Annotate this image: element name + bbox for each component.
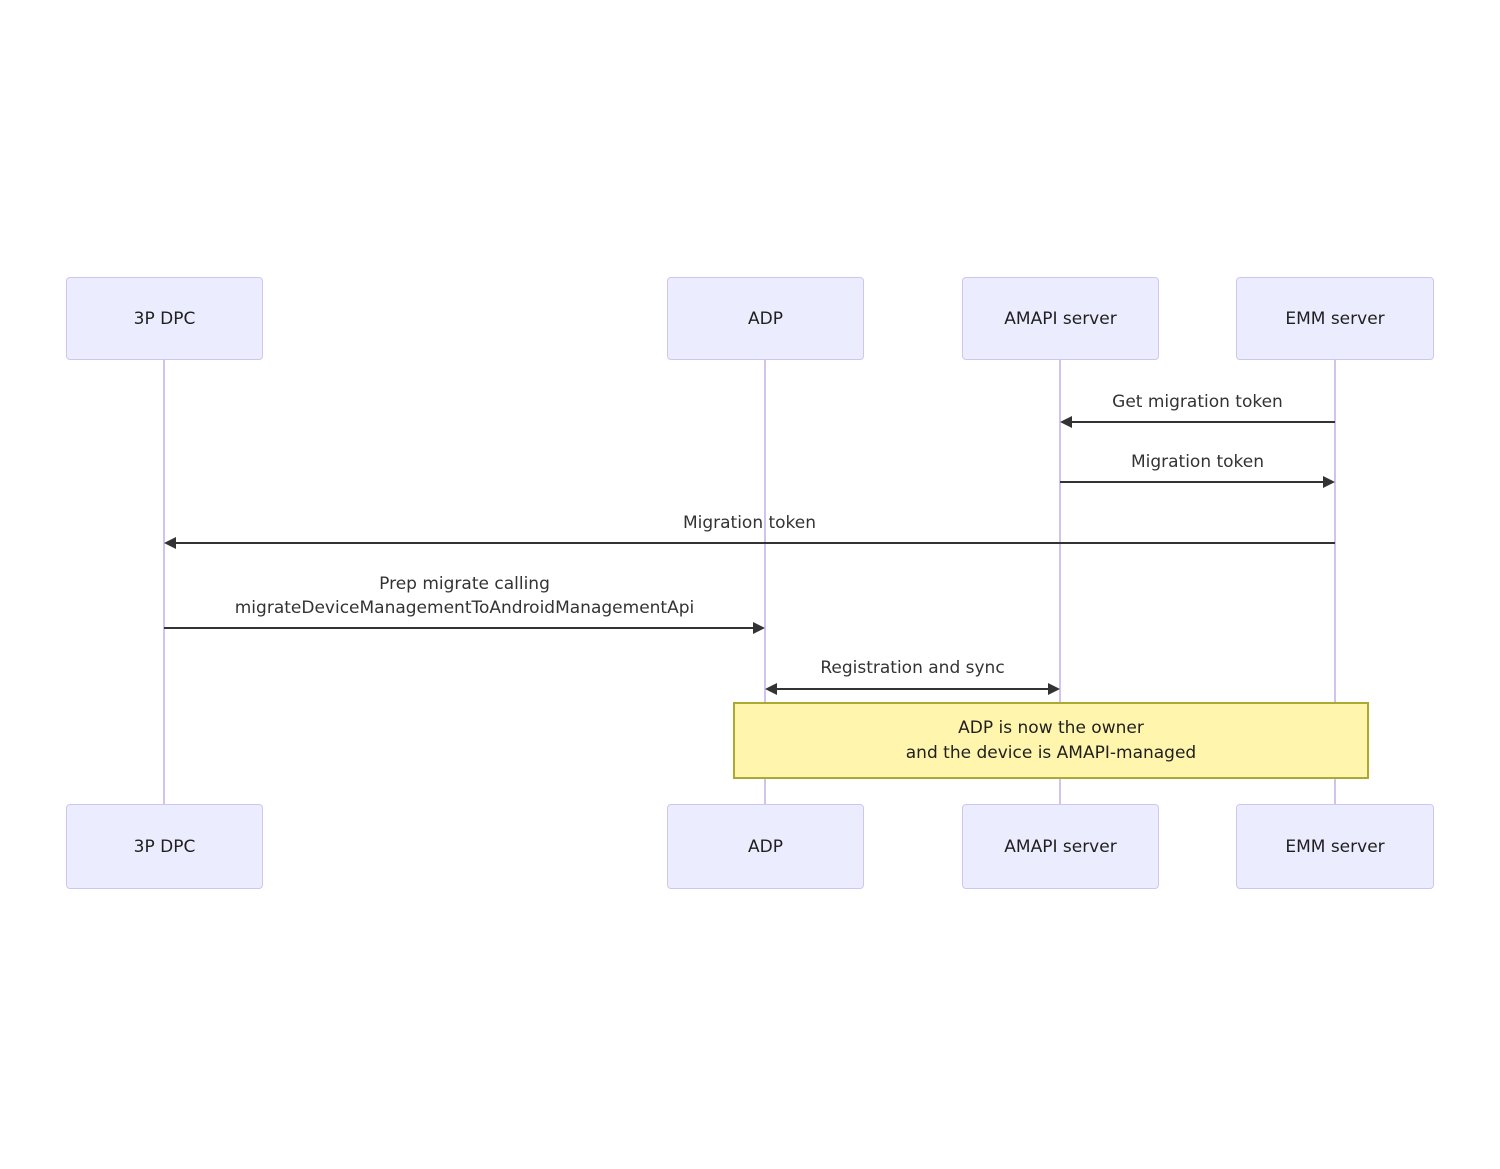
actor-label: EMM server — [1285, 836, 1385, 857]
message-label-prep-migrate: Prep migrate calling migrateDeviceManage… — [164, 572, 765, 620]
arrowhead-right-icon — [753, 622, 765, 634]
arrowhead-right-icon — [1048, 683, 1060, 695]
message-line — [1072, 421, 1335, 423]
arrowhead-left-icon — [1060, 416, 1072, 428]
lifeline-emm-server — [1334, 360, 1336, 804]
actor-label: EMM server — [1285, 308, 1385, 329]
message-label-line1: Prep migrate calling — [379, 574, 550, 594]
arrowhead-right-icon — [1323, 476, 1335, 488]
message-line — [164, 627, 753, 629]
note-line1: ADP is now the owner — [958, 717, 1144, 738]
lifeline-adp — [764, 360, 766, 804]
actor-box-amapi-server-top: AMAPI server — [962, 277, 1159, 360]
message-line — [1060, 481, 1323, 483]
actor-label: ADP — [748, 308, 783, 329]
lifeline-amapi-server — [1059, 360, 1061, 804]
actor-box-amapi-server-bottom: AMAPI server — [962, 804, 1159, 889]
arrowhead-left-icon — [765, 683, 777, 695]
message-label-migration-token-long: Migration token — [682, 513, 817, 533]
message-label-line2: migrateDeviceManagementToAndroidManageme… — [234, 598, 695, 618]
actor-label: 3P DPC — [133, 308, 196, 329]
actor-label: 3P DPC — [133, 836, 196, 857]
message-label-migration-token: Migration token — [1130, 452, 1265, 472]
actor-box-adp-top: ADP — [667, 277, 864, 360]
message-label-registration-and-sync: Registration and sync — [820, 658, 1005, 678]
actor-box-emm-server-top: EMM server — [1236, 277, 1434, 360]
actor-label: AMAPI server — [1004, 836, 1117, 857]
arrowhead-left-icon — [164, 537, 176, 549]
actor-label: AMAPI server — [1004, 308, 1117, 329]
message-line — [176, 542, 1335, 544]
actor-box-3p-dpc-bottom: 3P DPC — [66, 804, 263, 889]
actor-label: ADP — [748, 836, 783, 857]
note-box: ADP is now the owner and the device is A… — [733, 702, 1369, 779]
actor-box-emm-server-bottom: EMM server — [1236, 804, 1434, 889]
message-line — [777, 688, 1048, 690]
lifeline-3p-dpc — [163, 360, 165, 804]
actor-box-adp-bottom: ADP — [667, 804, 864, 889]
actor-box-3p-dpc-top: 3P DPC — [66, 277, 263, 360]
note-line2: and the device is AMAPI-managed — [905, 742, 1197, 763]
message-label-get-migration-token: Get migration token — [1112, 392, 1283, 412]
